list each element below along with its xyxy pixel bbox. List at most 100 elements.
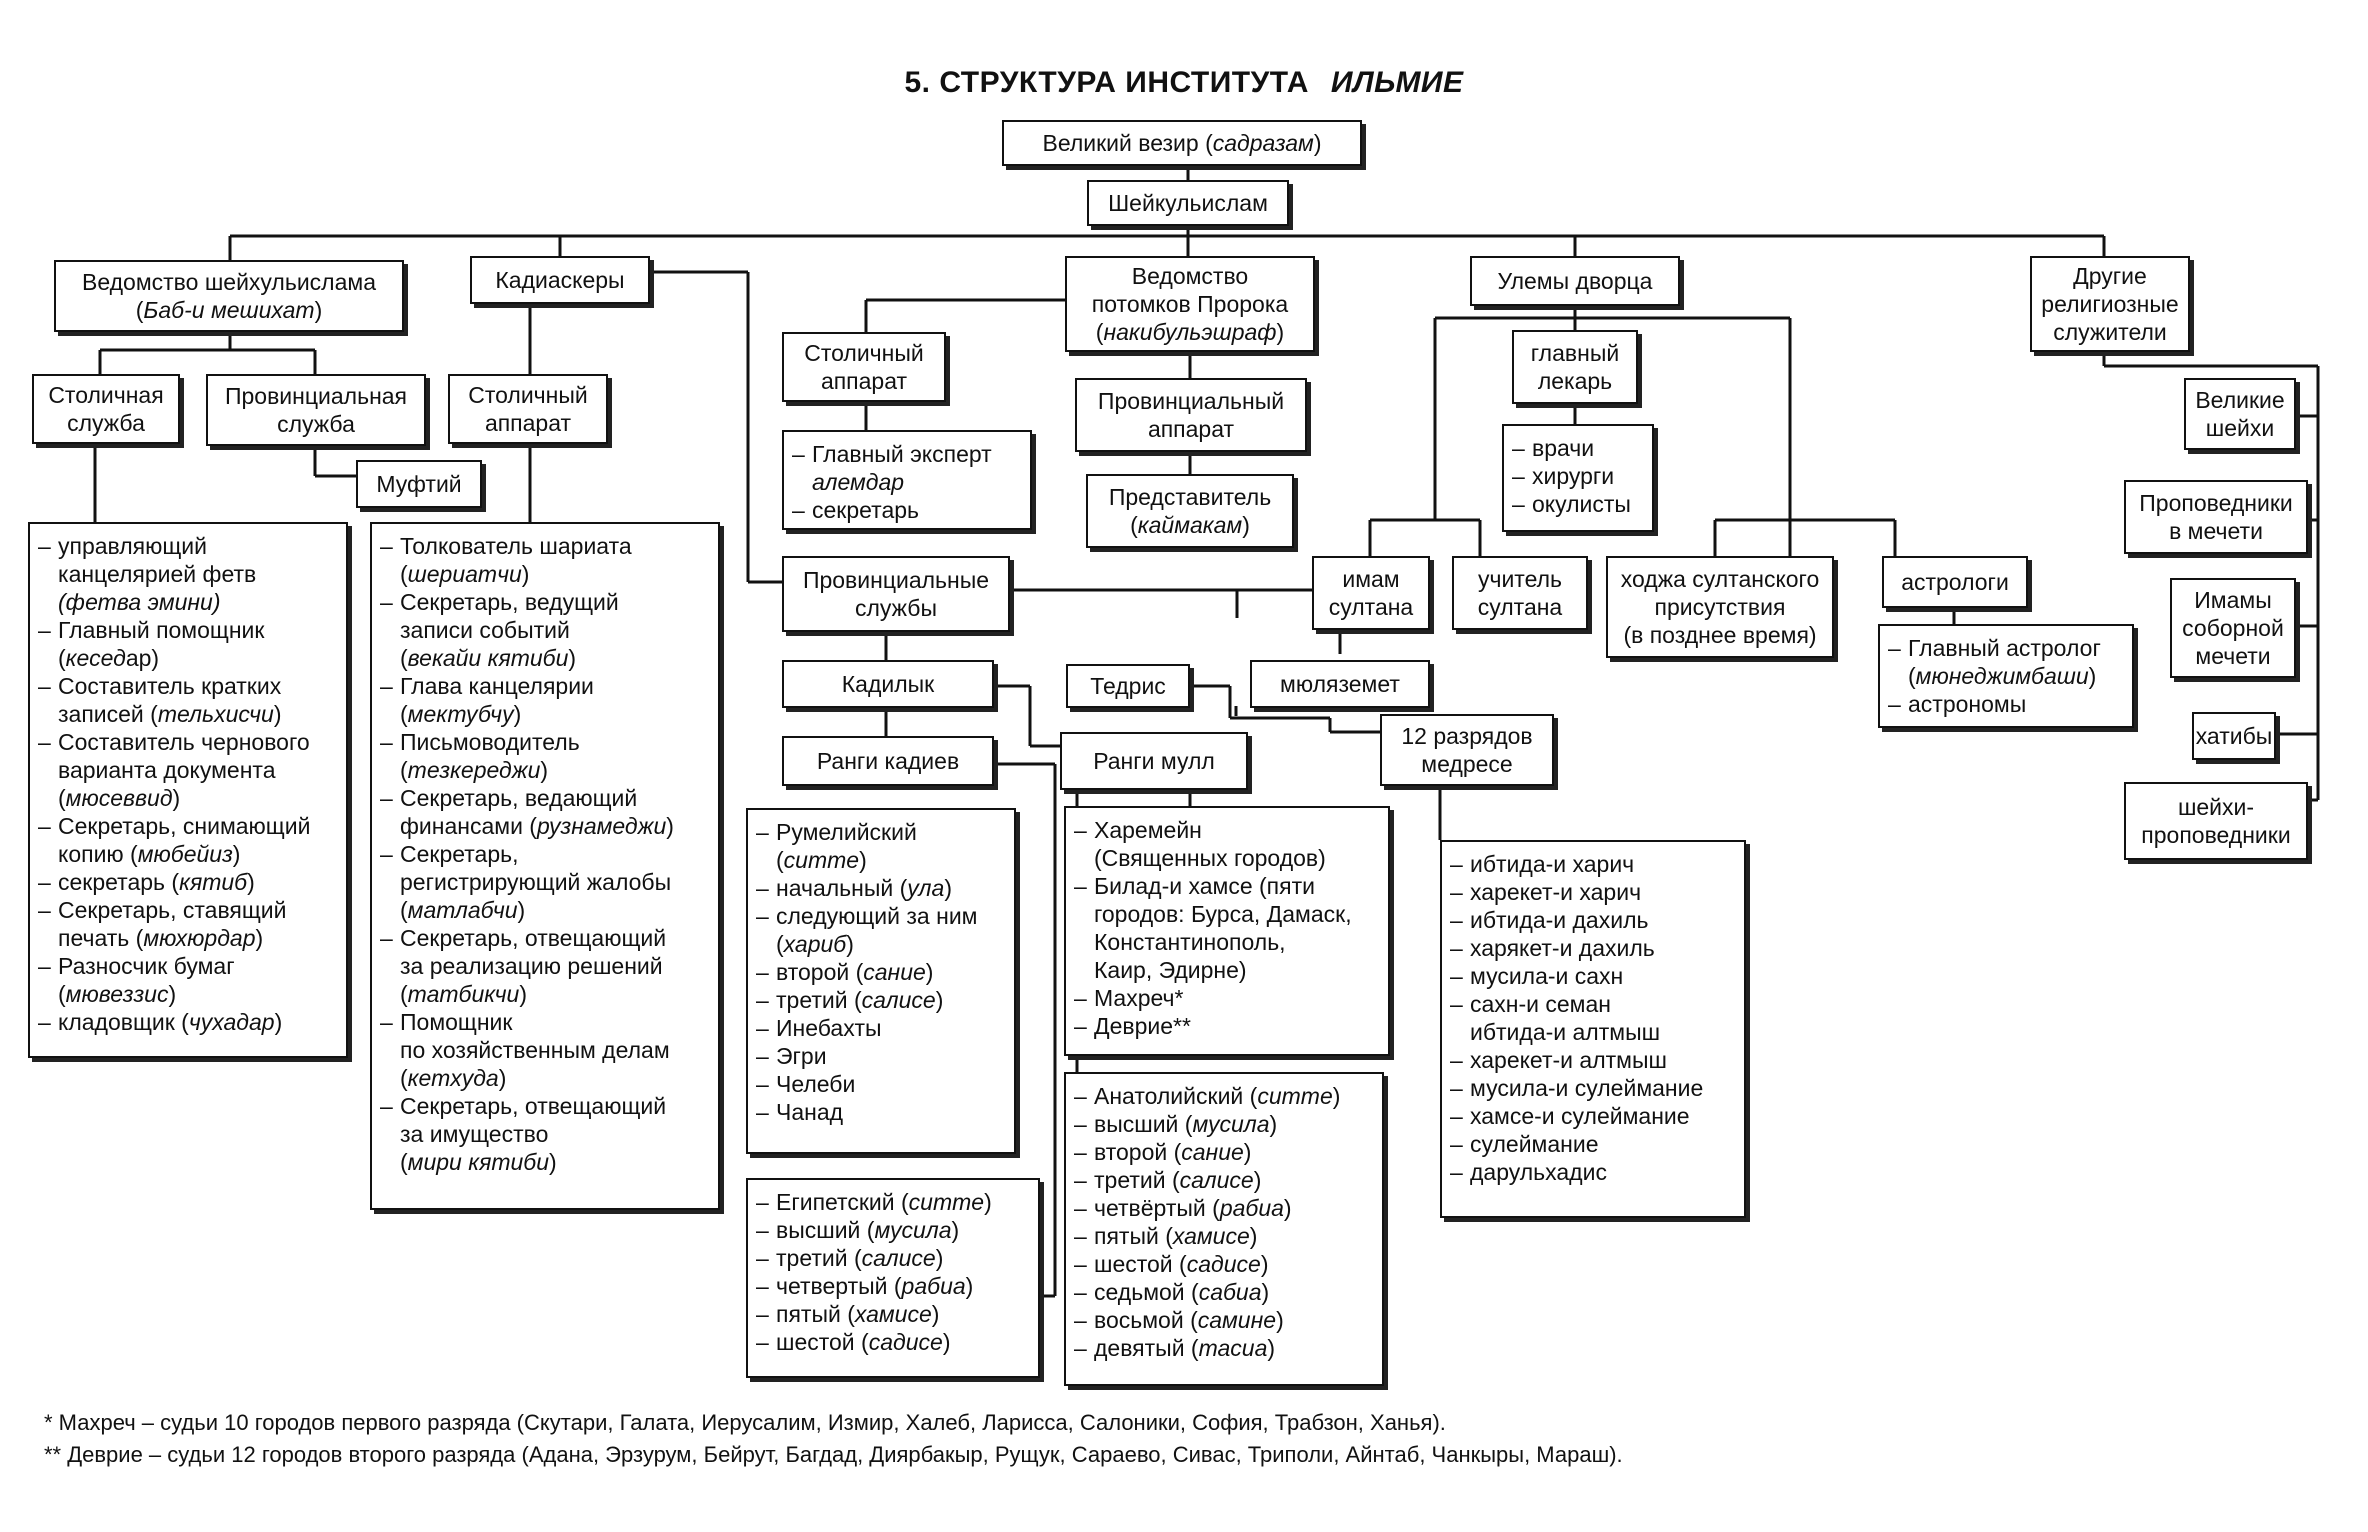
node-label-line: (в позднее время)	[1623, 621, 1816, 649]
node-kadiaskers: Кадиаскеры	[470, 256, 650, 304]
text-run: Анатолийский (	[1094, 1083, 1258, 1109]
bullet-dash: –	[38, 729, 51, 755]
bullet-dash	[380, 868, 400, 896]
bullet-dash	[38, 980, 58, 1008]
list-item-text: Махреч*	[1094, 984, 1378, 1012]
text-run: служба	[277, 411, 355, 437]
text-run: Улемы дворца	[1497, 268, 1653, 294]
text-run: секретарь	[812, 497, 920, 523]
text-run: )	[314, 297, 323, 323]
list-item-text: записи событий	[400, 616, 708, 644]
bullet-dash: –	[38, 869, 51, 895]
text-run: Кадиаскеры	[495, 267, 625, 293]
text-run: религиозные	[2041, 291, 2179, 317]
list-item: –мусила-и сулеймание	[1450, 1074, 1734, 1102]
list-item: –шестой (садисе)	[1074, 1250, 1372, 1278]
text-run: по хозяйственным делам	[400, 1037, 670, 1063]
text-run: Провинциальная	[224, 383, 408, 409]
text-run: Великие	[2195, 387, 2285, 413]
node-label: Ранги мулл	[1093, 747, 1215, 775]
italic-term: кетхуда	[407, 1065, 499, 1091]
text-run: (	[58, 645, 66, 671]
list-item-text: Секретарь, снимающий	[58, 812, 336, 840]
node-label: Ранги кадиев	[817, 747, 959, 775]
text-run: Столичная	[48, 382, 164, 408]
bullet-dash	[38, 784, 58, 812]
node-label-line: мечети	[2195, 642, 2270, 670]
text-run: записей (	[58, 701, 158, 727]
bullet-dash: –	[1450, 851, 1463, 877]
italic-term: алемдар	[812, 469, 905, 495]
list-item: –восьмой (самине)	[1074, 1306, 1372, 1334]
bullet-dash	[38, 560, 58, 588]
node-label-line: служба	[277, 410, 355, 438]
node-label-line: службы	[855, 594, 937, 622]
list-item: –мусила-и сахн	[1450, 962, 1734, 990]
text-run: )	[521, 561, 530, 587]
list-item-text: Секретарь, отвещающий	[400, 924, 708, 952]
list-item: –шестой (садисе)	[756, 1328, 1028, 1356]
list-item: (кеседар)	[38, 644, 336, 672]
node-label-line: султана	[1329, 593, 1413, 621]
node-label: Улемы дворца	[1498, 267, 1653, 295]
list-item: –Египетский (ситте)	[756, 1188, 1028, 1216]
bullet-dash: –	[38, 1009, 51, 1035]
list-item-text: харекет-и алтмыш	[1470, 1046, 1734, 1074]
list-item: –второй (сание)	[1074, 1138, 1372, 1166]
list-item: –Махреч*	[1074, 984, 1378, 1012]
text-run: султана	[1477, 594, 1563, 620]
list-item-text: Эгри	[776, 1042, 1004, 1070]
text-run: второй (	[1094, 1139, 1182, 1165]
node-label: мюляземет	[1280, 670, 1400, 698]
text-run: )	[1283, 1195, 1292, 1221]
bullet-dash	[38, 644, 58, 672]
text-run: )	[965, 1273, 974, 1299]
text-run: учитель	[1477, 566, 1563, 592]
list-item: –Чанад	[756, 1098, 1004, 1126]
italic-term: Баб-и мешихат	[143, 297, 315, 323]
text-run: (	[776, 931, 784, 957]
bullet-dash	[380, 896, 400, 924]
text-run: восьмой (	[1094, 1307, 1198, 1333]
text-run: варианта документа	[58, 757, 276, 783]
italic-term: салисе	[861, 1245, 936, 1271]
list-item: –харякет-и дахиль	[1450, 934, 1734, 962]
list-item: –харекет-и алтмыш	[1450, 1046, 1734, 1074]
node-label: Тедрис	[1090, 672, 1166, 700]
bullet-dash	[380, 700, 400, 728]
italic-term: салисе	[1179, 1167, 1254, 1193]
list-item: –Главный помощник	[38, 616, 336, 644]
bullet-dash: –	[756, 959, 769, 985]
list-item: печать (мюхюрдар)	[38, 924, 336, 952]
text-run: проповедники	[2141, 822, 2291, 848]
bullet-dash	[380, 1064, 400, 1092]
text-run: Эгри	[776, 1043, 827, 1069]
list-item: Каир, Эдирне)	[1074, 956, 1378, 984]
text-run: пятый (	[1094, 1223, 1173, 1249]
list-item: (мюнеджимбаши)	[1888, 662, 2122, 690]
bullet-dash	[380, 1036, 400, 1064]
text-run: четвёртый (	[1094, 1195, 1220, 1221]
bullet-dash: –	[38, 897, 51, 923]
list-item-text: по хозяйственным делам	[400, 1036, 708, 1064]
bullet-dash: –	[1512, 435, 1525, 461]
list-item: городов: Бурса, Дамаск,	[1074, 900, 1378, 928]
italic-term: каймакам	[1137, 512, 1243, 538]
node-label-line: аппарат	[821, 367, 907, 395]
list-item: –Главный астролог	[1888, 634, 2122, 662]
text-run: Румелийский	[776, 819, 917, 845]
italic-term: самине	[1197, 1307, 1277, 1333]
text-run: мусила-и сулеймание	[1470, 1075, 1704, 1101]
list-item: (фетва эмини)	[38, 588, 336, 616]
text-run: Ведомство	[1131, 263, 1249, 289]
list-item-text: Секретарь, ведающий	[400, 784, 708, 812]
italic-term: садисе	[1186, 1251, 1261, 1277]
text-run: )	[925, 959, 934, 985]
text-run: хамсе-и сулеймание	[1470, 1103, 1690, 1129]
text-run: )	[984, 1189, 992, 1215]
node-label-line: шейхи	[2206, 414, 2274, 442]
text-run: Провинциальные	[802, 567, 990, 593]
list-item-text: (кеседар)	[58, 644, 336, 672]
italic-term: шериатчи	[407, 561, 522, 587]
